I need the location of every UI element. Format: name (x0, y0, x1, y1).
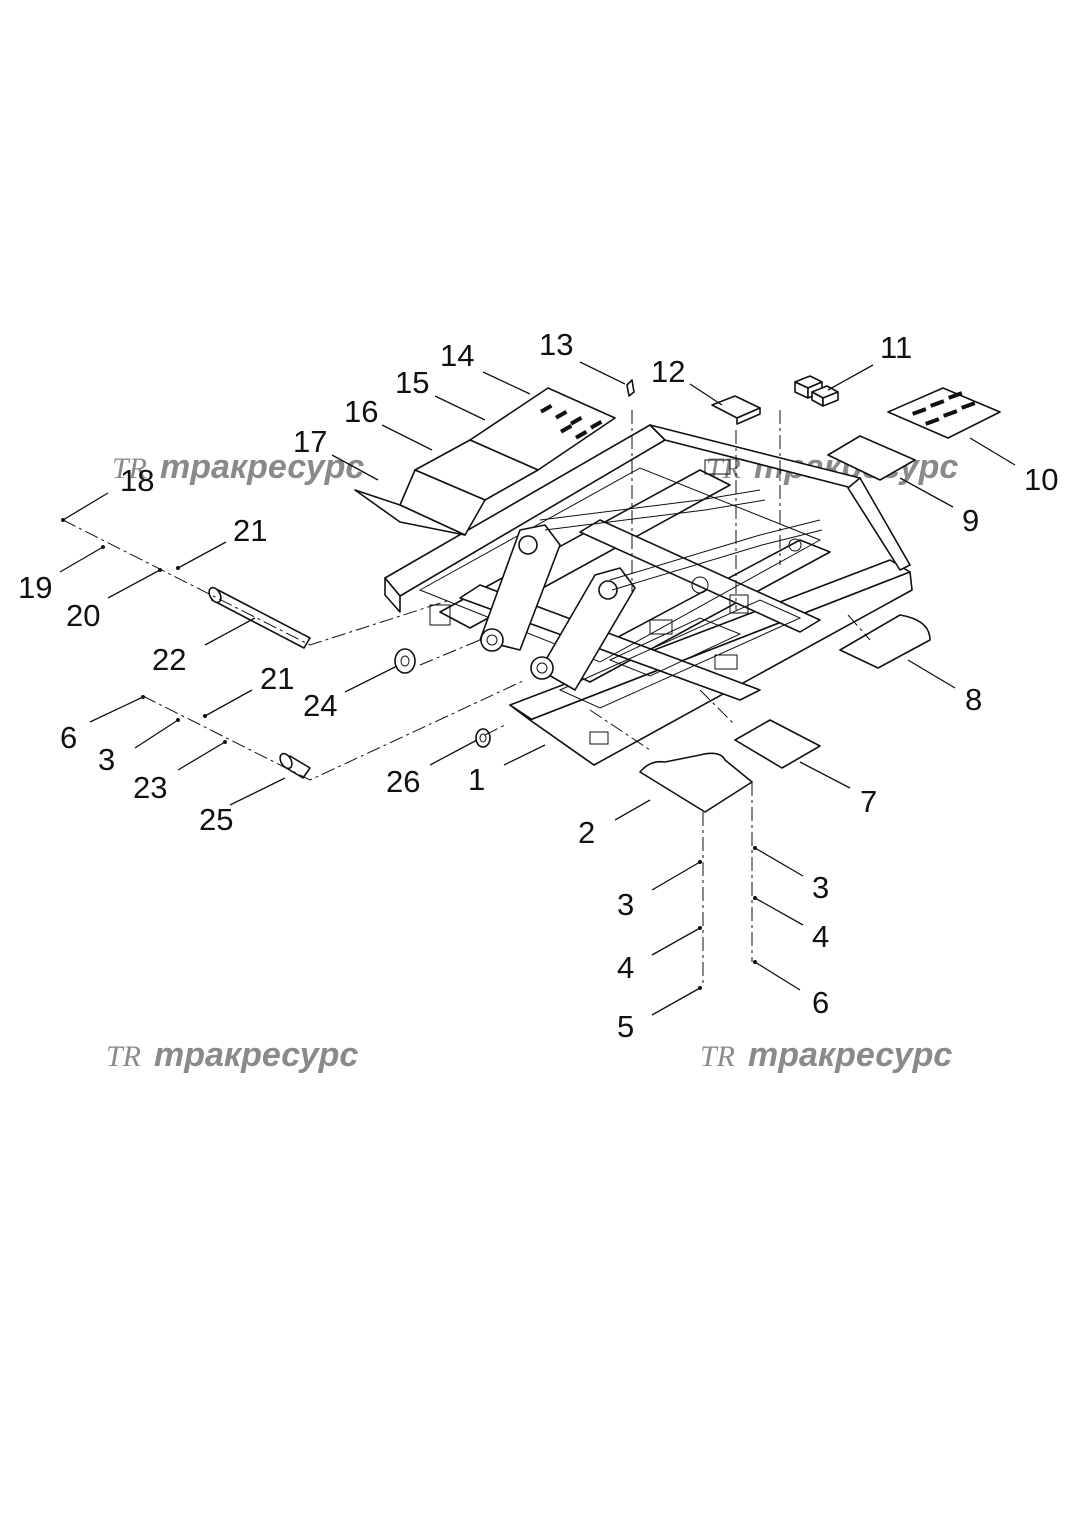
assembly-axes (62, 410, 871, 985)
callout-7: 7 (860, 784, 877, 819)
callout-8: 8 (965, 682, 982, 717)
part-9-cover-plate (827, 435, 916, 481)
watermark-logo: TR (106, 1040, 141, 1073)
callout-11: 11 (880, 330, 912, 365)
callout-10: 10 (1024, 462, 1058, 497)
part-11-blocks (794, 375, 839, 407)
part-26-washer (475, 728, 491, 748)
part-17-cover-plate (354, 489, 466, 536)
callout-5: 5 (617, 1009, 634, 1044)
callout-3: 3 (98, 742, 115, 777)
leader-lines (59, 361, 1016, 1016)
callout-16: 16 (344, 394, 378, 429)
callout-24: 24 (303, 688, 337, 723)
callout-19: 19 (18, 570, 52, 605)
callout-4: 4 (812, 919, 829, 954)
part-10-grate-plate (887, 387, 1001, 439)
watermark-logo: TR (112, 452, 147, 485)
callout-3: 3 (812, 870, 829, 905)
callout-21: 21 (260, 661, 294, 696)
watermark-logo: TR (700, 1040, 735, 1073)
callout-22: 22 (152, 642, 186, 677)
watermark-top-left: TR тракресурс (112, 448, 364, 486)
callout-26: 26 (386, 764, 420, 799)
callout-12: 12 (651, 354, 685, 389)
watermark-text: тракресурс (748, 1036, 952, 1074)
part-25-pin (279, 752, 311, 779)
part-22-pin (208, 586, 311, 649)
callout-labels: 1 2 3 3 3 4 4 5 6 6 7 8 9 10 11 12 13 14… (18, 327, 1058, 1044)
callout-23: 23 (133, 770, 167, 805)
callout-1: 1 (468, 762, 485, 797)
watermark-text: тракресурс (154, 1036, 358, 1074)
callout-6: 6 (812, 985, 829, 1020)
callout-20: 20 (66, 598, 100, 633)
part-8-cover-plate (839, 614, 931, 669)
watermark-bottom-left: TR тракресурс (106, 1036, 358, 1074)
callout-2: 2 (578, 815, 595, 850)
callout-15: 15 (395, 365, 429, 400)
callout-18: 18 (120, 463, 154, 498)
watermark-text: тракресурс (160, 448, 364, 486)
callout-14: 14 (440, 338, 474, 373)
callout-9: 9 (962, 503, 979, 538)
part-24-washer (394, 648, 416, 674)
part-2-cover-plate (639, 752, 753, 813)
main-frame (384, 424, 913, 766)
part-12-bracket (711, 395, 761, 425)
watermark-bottom-right: TR тракресурс (700, 1036, 952, 1074)
part-7-cover-plate (734, 719, 821, 769)
part-13-clip (626, 379, 635, 397)
callout-3: 3 (617, 887, 634, 922)
callout-4: 4 (617, 950, 634, 985)
callout-21: 21 (233, 513, 267, 548)
callout-25: 25 (199, 802, 233, 837)
callout-17: 17 (293, 424, 327, 459)
callout-6: 6 (60, 720, 77, 755)
callout-13: 13 (539, 327, 573, 362)
